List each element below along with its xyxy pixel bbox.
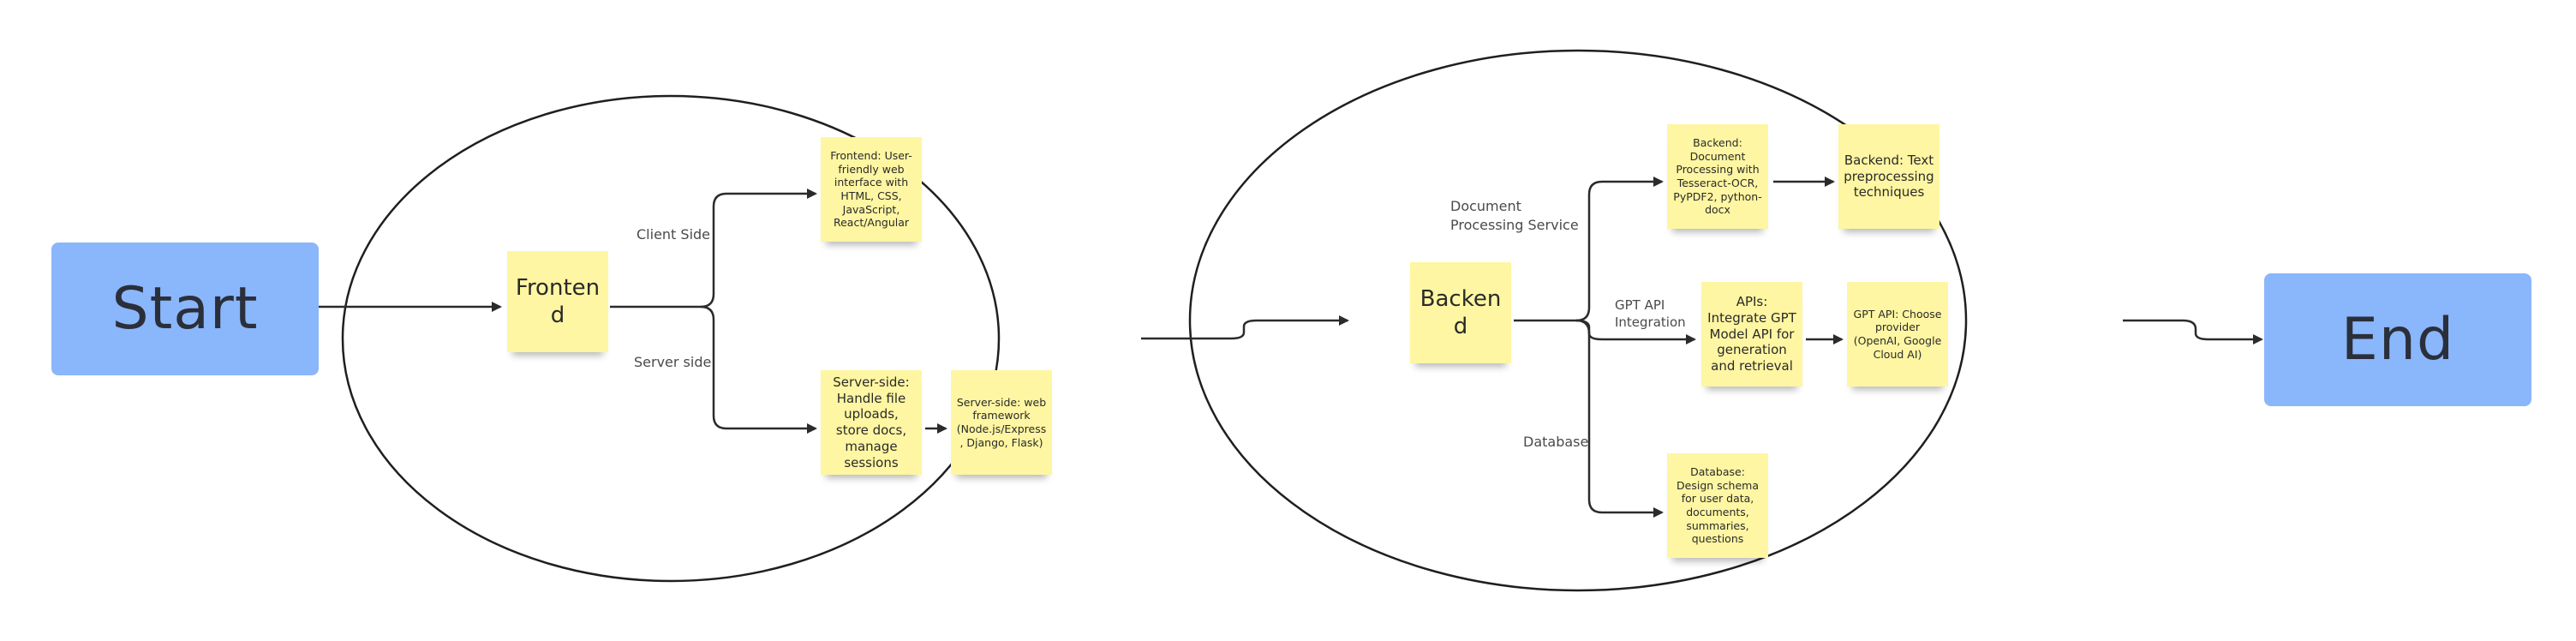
backend-group-ellipse (1188, 49, 1968, 592)
frontend-node[interactable]: Frontend (507, 251, 608, 352)
end-node[interactable]: End (2264, 273, 2531, 406)
database-schema-note[interactable]: Database: Design schema for user data, d… (1667, 453, 1768, 558)
frontend-group-ellipse (341, 94, 1001, 583)
label-client-side: Client Side (637, 226, 711, 243)
backend-node[interactable]: Backend (1410, 262, 1511, 363)
label-document-processing-service: Document Processing Service (1450, 198, 1579, 233)
gpt-api-provider-note[interactable]: GPT API: Choose provider (OpenAI, Google… (1847, 282, 1948, 386)
server-side-framework-note[interactable]: Server-side: web framework (Node.js/Expr… (951, 370, 1052, 475)
edge-frontend-to-server-uploads (700, 305, 817, 434)
label-server-side: Server side (634, 354, 712, 370)
edge-backend-group-to-end (2123, 319, 2263, 344)
label-gpt-api-integration: GPT API Integration (1615, 297, 1686, 331)
frontend-ui-note[interactable]: Frontend: User-friendly web interface wi… (821, 137, 922, 242)
backend-text-preprocessing-note[interactable]: Backend: Text preprocessing techniques (1838, 124, 1939, 229)
server-side-uploads-note[interactable]: Server-side: Handle file uploads, store … (821, 370, 922, 475)
label-database: Database (1523, 434, 1589, 450)
edge-frontend-to-frontend-ui (610, 189, 817, 309)
backend-doc-processing-note[interactable]: Backend: Document Processing with Tesser… (1667, 124, 1768, 229)
start-node[interactable]: Start (51, 243, 319, 375)
edge-backend-to-database (1575, 319, 1664, 518)
edge-frontend-group-to-backend (1141, 315, 1349, 340)
apis-integrate-gpt-note[interactable]: APIs: Integrate GPT Model API for genera… (1701, 282, 1802, 386)
